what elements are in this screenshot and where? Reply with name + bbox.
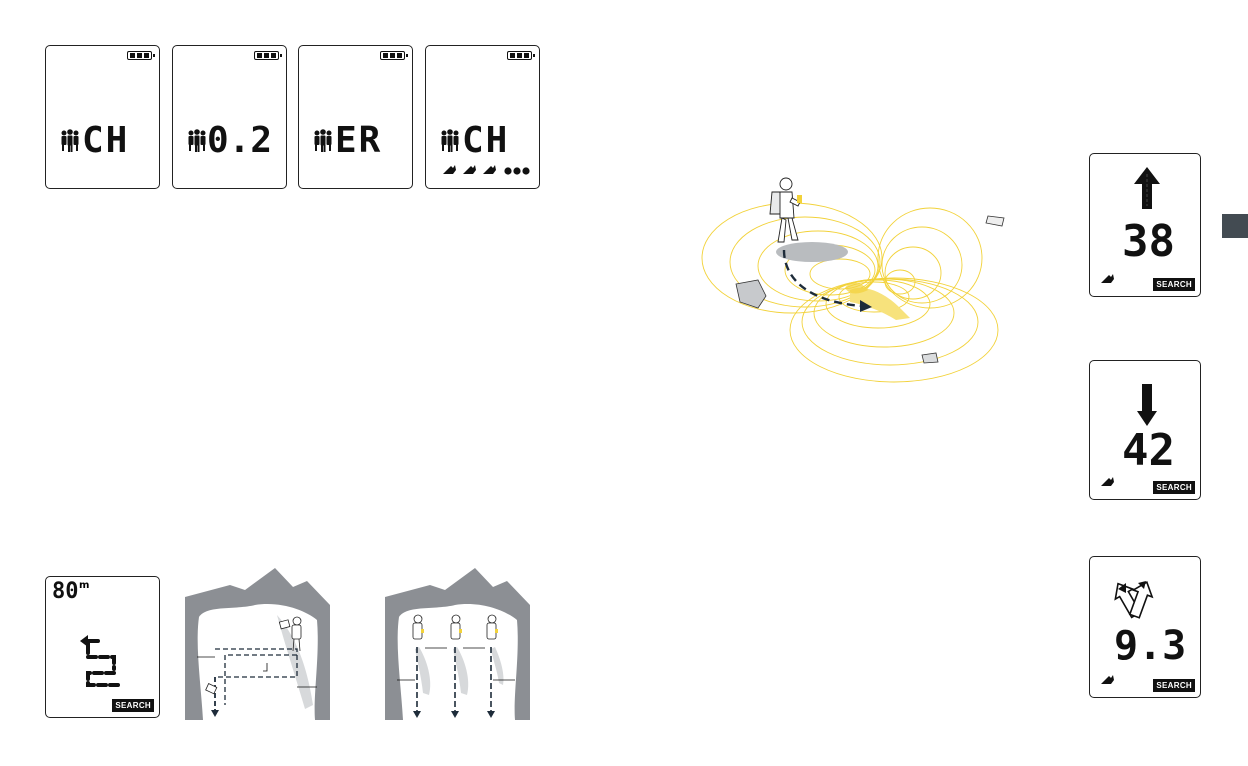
range-unit: m [79,580,89,591]
lcd-screen-direction-back: 42 SEARCH [1089,360,1201,500]
lcd-screen-search-range: 80 m SEARCH [45,576,160,718]
lcd-screen-direction-forward: 38 SEARCH [1089,153,1201,297]
buried-victim-icons-row [442,162,532,176]
field-lines-search-illustration [700,170,1020,390]
lcd-readout: CH [82,120,129,161]
lcd-readout: ER [335,120,382,161]
group-search-diagram [385,565,530,720]
split-arrow-icon [1114,579,1154,621]
buried-victim-icon [1100,673,1116,685]
mode-label: SEARCH [1153,679,1195,692]
section-tab-marker [1222,214,1248,238]
search-pattern-icon [76,633,136,689]
battery-full-icon [254,51,279,60]
lcd-screen-group-check: CH [45,45,160,189]
single-rescuer-search-diagram [185,565,330,720]
battery-full-icon [127,51,152,60]
arrow-up-icon [1132,166,1162,210]
buried-victim-icon [1100,272,1116,284]
group-of-people-icon [311,128,335,152]
mode-label: SEARCH [1153,278,1195,291]
group-of-people-icon [58,128,82,152]
lcd-screen-direction-split: 9.3 SEARCH [1089,556,1201,698]
lcd-screen-group-distance: 0.2 [172,45,287,189]
range-readout: 80 [52,579,79,604]
lcd-readout: CH [462,120,509,161]
mode-label: SEARCH [112,699,154,712]
battery-full-icon [380,51,405,60]
distance-readout: 38 [1122,216,1175,267]
battery-full-icon [507,51,532,60]
group-of-people-icon [185,128,209,152]
group-of-people-icon [438,128,462,152]
arrow-down-icon [1136,383,1158,427]
rescuer-figure [770,178,800,242]
lcd-screen-group-multi: CH [425,45,540,189]
mode-label: SEARCH [1153,481,1195,494]
distance-readout: 42 [1122,425,1175,476]
lcd-screen-group-error: ER [298,45,413,189]
buried-victim-icon [1100,475,1116,487]
lcd-readout: 0.2 [207,120,272,161]
distance-readout: 9.3 [1114,623,1186,669]
